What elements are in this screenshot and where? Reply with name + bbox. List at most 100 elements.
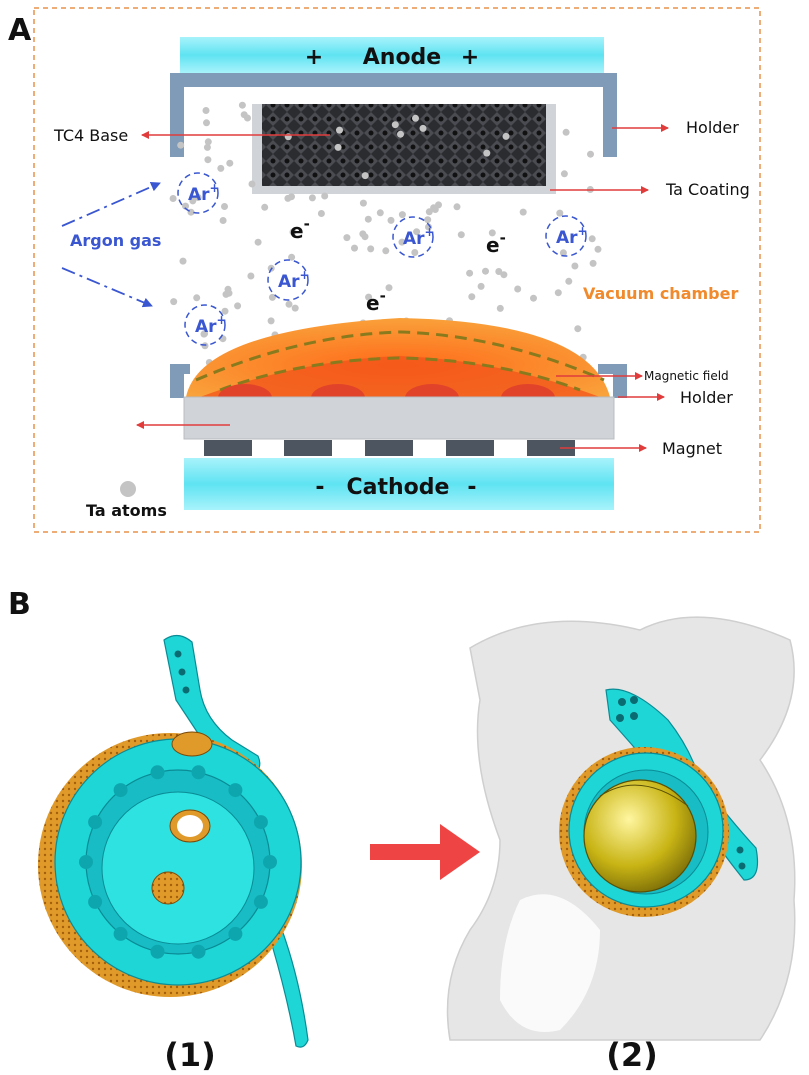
transition-arrow [370,824,480,880]
ta-atom [221,307,229,315]
pelvis-with-implant [446,616,796,1041]
cathode-minus-left: - [315,475,324,500]
ta-atom [488,229,496,237]
panel-a-frame [33,7,761,533]
ta-atom [502,132,510,140]
ta-atom [201,342,209,350]
argon-ion-charge: + [578,224,588,238]
ta-atom [204,156,212,164]
cup-dome [101,791,255,945]
ta-atom [560,170,568,178]
argon-gas-label: Argon gas [70,231,161,250]
ta-atom [254,238,262,246]
svg-text:Ar+: Ar+ [188,181,220,205]
ta-atom [453,203,461,211]
ta-atom [425,223,432,231]
ta-atom [361,172,369,180]
rim-notch [150,765,165,780]
magnet-row [204,440,575,456]
ta-atom [398,211,406,219]
ta-atom [308,194,316,202]
ta-atom [321,192,329,200]
magnet-label: Magnet [662,439,722,458]
cup-tail [271,928,309,1048]
ta-atom [571,262,579,270]
ta-atom [193,294,201,302]
caption-left: (1) [164,1036,216,1074]
target-plate [183,396,615,440]
svg-text:e-: e- [366,287,386,315]
ta-atom [226,159,234,167]
ta-atom [412,114,419,122]
ta-atom [224,285,232,293]
argon-ion-1: Ar+ [177,172,220,214]
cup-screw-opening-2-hole [177,815,203,837]
ta-atom [587,150,594,158]
argon-ion-label: Ar [188,185,210,205]
ta-atom [364,215,372,223]
ta-atom [194,194,202,201]
argon-arrow-up [61,182,161,227]
polyethylene-liner [583,779,697,893]
argon-ion-label: Ar [556,228,578,248]
ta-atom [202,107,210,114]
ta-atom [288,193,295,201]
ta-atom [594,245,602,253]
ta-atom [285,300,293,308]
argon-ion-charge: + [217,313,227,327]
ta-atom [289,228,297,236]
ta-atoms-label: Ta atoms [86,501,167,520]
cathode-minus-right: - [467,475,476,500]
ta-atom [179,257,187,265]
rim-notch [191,765,206,780]
rim-notch [79,855,93,869]
screw-hole [178,668,186,676]
ta-atom [317,210,325,217]
rim-notches [79,765,277,959]
rim-notch [228,926,243,941]
argon-ion-charge: + [425,225,435,239]
anode-plus-right: + [461,45,479,70]
ta-atom [170,298,178,306]
argon-ion-charge: + [210,181,220,195]
svg-text:Ar+: Ar+ [556,224,588,248]
tc4-base-label: TC4 Base [53,126,128,145]
vacuum-chamber-label: Vacuum chamber [583,284,738,303]
ta-atom [468,293,476,301]
argon-ion-5: Ar+ [184,304,227,346]
rim-notch [228,783,243,798]
acetabular-cup-model [38,634,309,1048]
ta-atom [182,202,189,210]
top-holder [170,73,617,157]
ta-atom [376,209,384,217]
rim-notch [88,815,103,830]
cup-screw-opening-1 [171,731,213,757]
ta-atom [387,216,395,224]
svg-text:e-: e- [486,229,506,257]
plasma-core [200,356,600,397]
ta-atom [382,247,390,255]
rim-notch [253,815,268,830]
argon-ion-2: Ar+ [392,216,435,258]
bottom-holder-right [598,364,627,398]
ta-atom [419,124,427,132]
ta-atom [189,197,197,205]
ta-atom [554,289,562,297]
ta-atom [219,217,227,224]
holder-top-label: Holder [686,118,739,137]
ta-atom [203,119,210,127]
rim-notch [263,855,277,869]
ta-coating-label: Ta Coating [665,180,750,199]
ta-atom [496,304,504,312]
argon-ion-4: Ar+ [267,259,310,301]
electron-3: e- [366,287,386,315]
ta-atom [435,201,442,209]
panel-b-letter: B [8,587,31,622]
ta-atom [398,238,406,246]
svg-text:Ar+: Ar+ [195,313,227,337]
ta-atom [177,141,185,149]
ta-atom [556,209,564,217]
ta-atom [234,302,242,310]
holder-bottom-label: Holder [680,388,733,407]
